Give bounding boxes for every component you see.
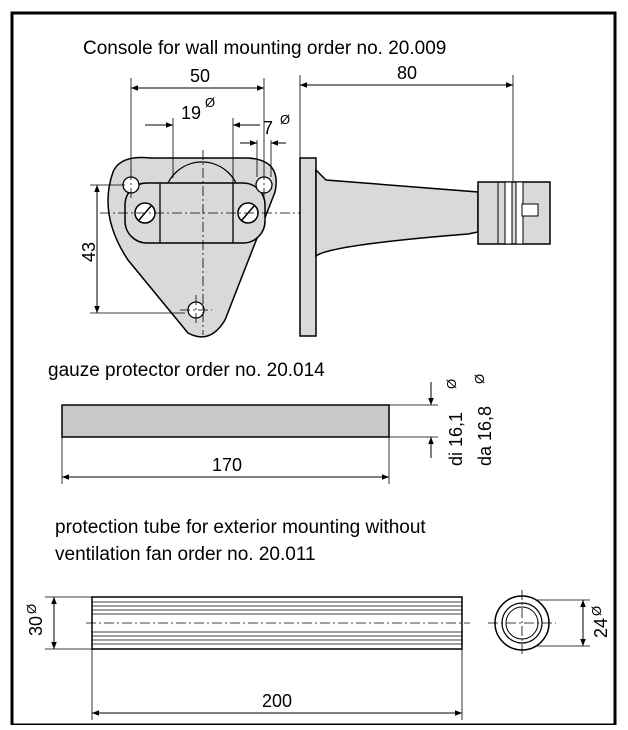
dim-label-200: 200: [262, 691, 292, 711]
tube-end-view: [488, 590, 556, 656]
dim-label-50: 50: [190, 66, 210, 86]
console-section: Console for wall mounting order no. 20.0…: [79, 38, 551, 338]
dim-label-da-sym: Ø: [472, 374, 487, 384]
tube-section: protection tube for exterior mounting wi…: [24, 517, 611, 720]
dim-label-19: 19: [181, 103, 201, 123]
dim-label-24-sym: Ø: [589, 606, 604, 616]
dim-label-di: di 16,1: [446, 412, 466, 466]
tube-title-line2: ventilation fan order no. 20.011: [55, 544, 316, 565]
console-end-clamp: [477, 181, 551, 245]
dim-label-80: 80: [397, 63, 417, 83]
tube-title-line1: protection tube for exterior mounting wi…: [55, 517, 426, 538]
dim-label-da: da 16,8: [475, 406, 495, 466]
dim-label-43: 43: [79, 242, 99, 262]
gauze-title: gauze protector order no. 20.014: [48, 360, 325, 381]
console-wall-plate: [299, 157, 317, 337]
gauze-section: gauze protector order no. 20.014 170 di …: [48, 360, 495, 484]
gauze-bar: [61, 404, 390, 438]
dim-label-di-sym: Ø: [444, 379, 459, 389]
dim-label-7-sym: Ø: [280, 112, 290, 127]
dim-label-170: 170: [212, 455, 242, 475]
console-title: Console for wall mounting order no. 20.0…: [83, 38, 446, 59]
console-arm: [315, 168, 479, 258]
dim-label-19-sym: Ø: [205, 95, 215, 110]
dim-label-30-sym: Ø: [24, 604, 39, 614]
dim-label-7: 7: [263, 118, 273, 138]
dim-label-30: 30: [26, 616, 46, 636]
dim-label-24: 24: [591, 618, 611, 638]
